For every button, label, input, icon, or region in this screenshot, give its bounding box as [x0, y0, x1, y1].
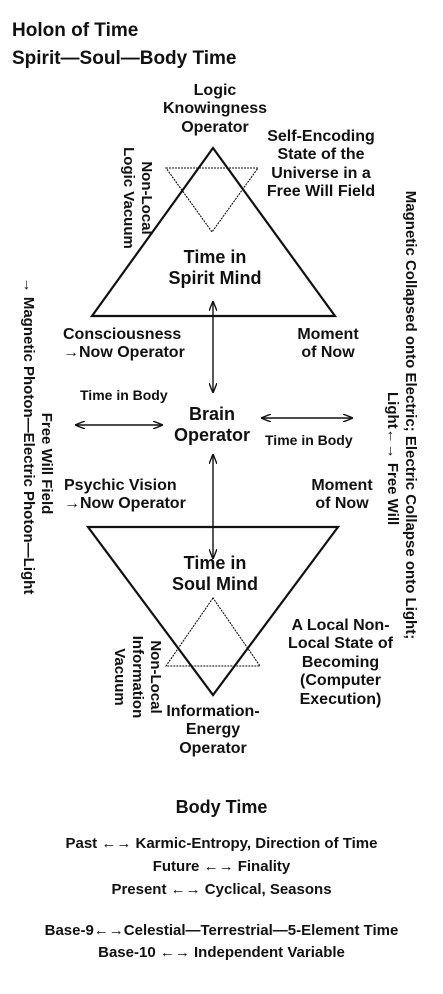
information-energy-operator: Information- Energy Operator	[166, 703, 260, 757]
moment-of-now-lower: Moment of Now	[311, 477, 373, 513]
moment-of-now-upper: Moment of Now	[297, 326, 359, 362]
body-time-line-past: Past ←→ Karmic-Entropy, Direction of Tim…	[65, 835, 378, 852]
time-in-soul-mind: Time in Soul Mind	[172, 553, 258, 594]
brain-operator: Brain Operator	[173, 404, 251, 445]
consciousness-now-operator: Consciousness →Now Operator	[63, 326, 185, 362]
right-side-vertical-text: Magnetic Collapsed onto Electric; Electr…	[384, 190, 419, 640]
title-line-1: Holon of Time	[12, 20, 139, 41]
spirit-inner-triangle	[164, 167, 260, 233]
time-in-body-right-label: Time in Body	[265, 432, 353, 448]
title-line-2: Spirit—Soul—Body Time	[12, 48, 237, 69]
time-in-body-left-label: Time in Body	[80, 387, 168, 403]
time-in-spirit-mind: Time in Spirit Mind	[168, 247, 262, 288]
body-time-line-present: Present ←→ Cyclical, Seasons	[111, 881, 332, 898]
non-local-logic-vacuum: Non-Local Logic Vacuum	[120, 147, 155, 249]
local-non-local-state: A Local Non- Local State of Becoming (Co…	[288, 617, 393, 708]
logic-knowingness-operator: Logic Knowingness Operator	[163, 82, 268, 136]
base-10-line: Base-10 ←→ Independent Variable	[98, 944, 345, 961]
psychic-vision-now-operator: Psychic Vision →Now Operator	[64, 477, 186, 513]
body-time-heading: Body Time	[175, 797, 268, 817]
self-encoding-state: Self-Encoding State of the Universe in a…	[266, 128, 376, 201]
soul-inner-triangle	[164, 597, 262, 667]
base-9-line: Base-9←→Celestial—Terrestrial—5-Element …	[44, 922, 399, 939]
left-side-vertical-text: Free Will Field → Magnetic Photon—Electr…	[20, 277, 55, 595]
body-time-line-future: Future ←→ Finality	[152, 858, 291, 875]
